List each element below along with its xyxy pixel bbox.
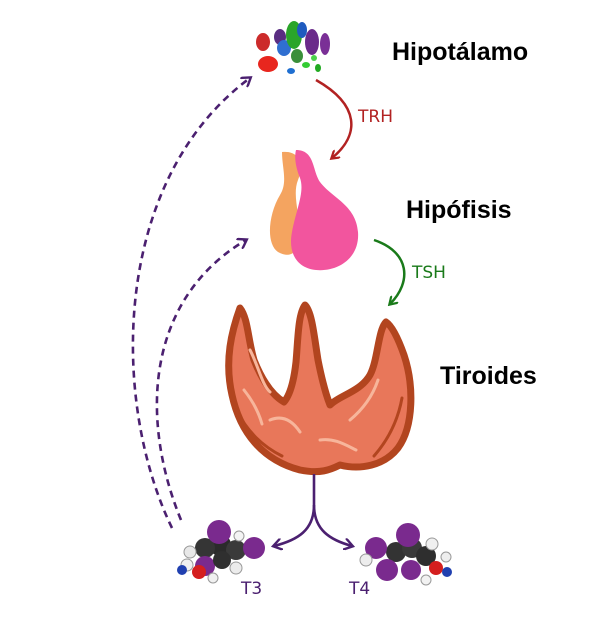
pituitary-label: Hipófisis xyxy=(406,196,512,224)
tsh-label: TSH xyxy=(411,263,446,283)
t3-release-arrow xyxy=(274,504,316,546)
t4-molecule-image xyxy=(359,523,452,586)
t3-label: T3 xyxy=(240,579,262,599)
feedback-to-hypothalamus-arrow xyxy=(131,78,250,529)
thyroid-image xyxy=(225,301,415,476)
hypothalamus-image xyxy=(256,21,330,74)
feedback-to-pituitary-arrow xyxy=(155,240,246,521)
t4-label: T4 xyxy=(348,579,370,599)
hypothalamus-label: Hipotálamo xyxy=(392,38,528,66)
thyroid-label: Tiroides xyxy=(440,362,537,390)
tsh-arrow xyxy=(373,238,406,304)
t4-release-arrow xyxy=(312,504,352,546)
t3-molecule-image xyxy=(177,520,265,584)
trh-arrow xyxy=(315,78,353,158)
trh-label: TRH xyxy=(357,107,393,127)
pituitary-image xyxy=(269,150,359,271)
